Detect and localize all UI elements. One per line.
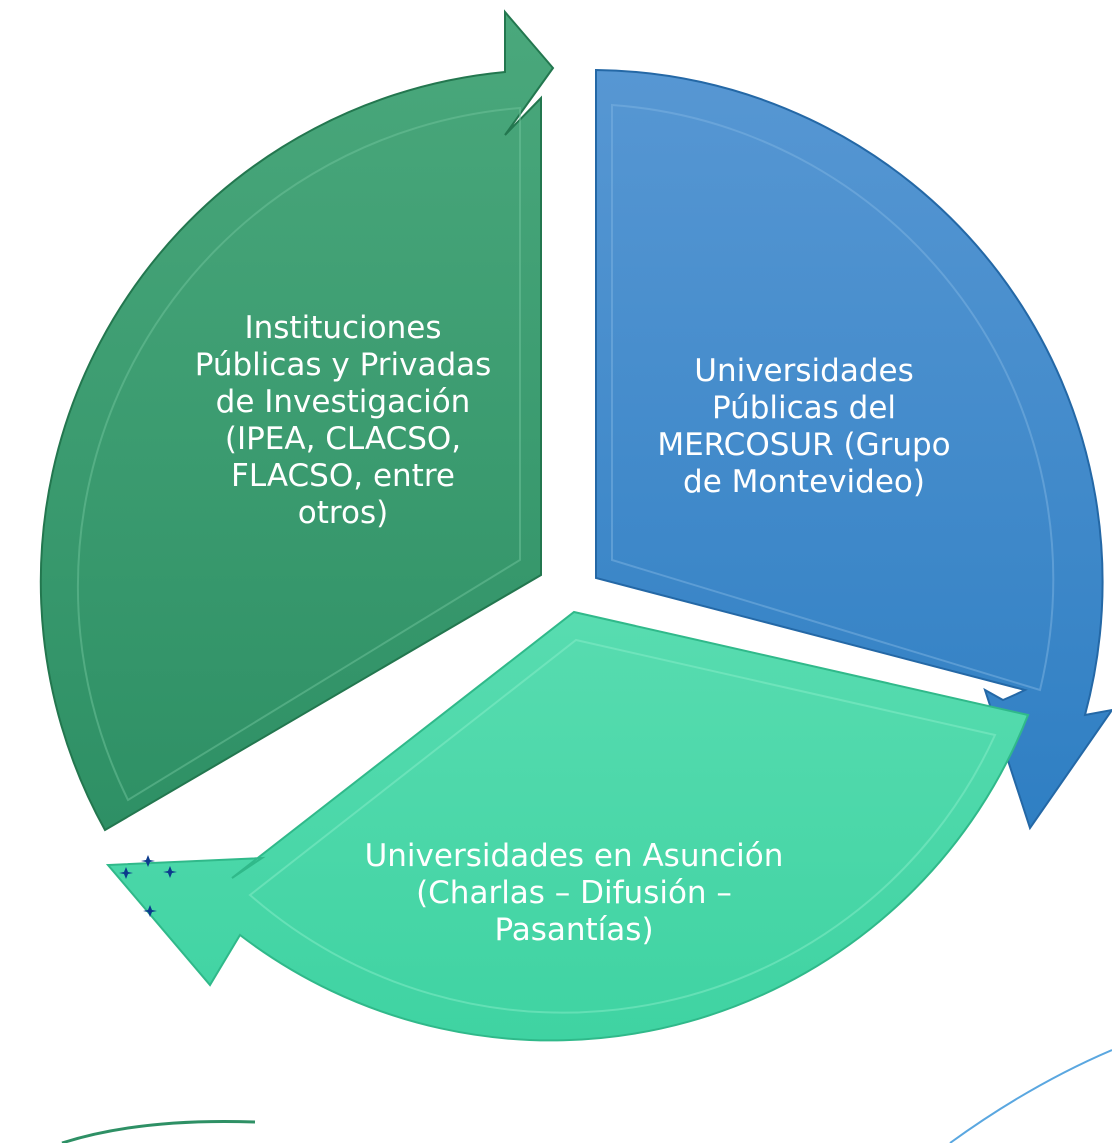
- segment-shape: [595, 68, 1112, 831]
- star-icon: [163, 866, 177, 878]
- segment-label-line: (Charlas – Difusión –: [416, 875, 732, 911]
- segment-label-line: otros): [298, 495, 388, 531]
- corner-decoration-line: [949, 1049, 1112, 1143]
- star-icon: [119, 867, 133, 879]
- segment-inner-bevel: [248, 638, 997, 1014]
- segment-label-line: MERCOSUR (Grupo: [657, 427, 950, 463]
- segment-label-line: Pasantías): [494, 912, 653, 948]
- segment-label-line: (IPEA, CLACSO,: [225, 421, 461, 457]
- segment-asuncion-universities: Universidades en Asunción(Charlas – Difu…: [105, 610, 1030, 1042]
- segment-label: Universidades en Asunción(Charlas – Difu…: [365, 838, 784, 948]
- segment-shape: [105, 610, 1030, 1042]
- segment-label-line: FLACSO, entre: [231, 458, 455, 494]
- segment-label-line: de Investigación: [216, 384, 471, 420]
- segment-label-line: de Montevideo): [683, 464, 925, 500]
- segment-inner-bevel: [76, 106, 521, 802]
- logo-arc: [61, 1119, 256, 1143]
- segment-inner-bevel: [611, 103, 1055, 692]
- segment-label-line: Públicas del: [712, 390, 896, 426]
- segment-label-line: Universidades en Asunción: [365, 838, 784, 874]
- star-icon: [141, 855, 155, 867]
- star-icon: [143, 905, 157, 917]
- segment-label-line: Públicas y Privadas: [195, 347, 492, 383]
- segment-shape: [39, 9, 555, 832]
- mercosur-logo: [61, 855, 256, 1143]
- segment-label-line: Universidades: [694, 353, 913, 389]
- segment-label-line: Instituciones: [244, 310, 441, 346]
